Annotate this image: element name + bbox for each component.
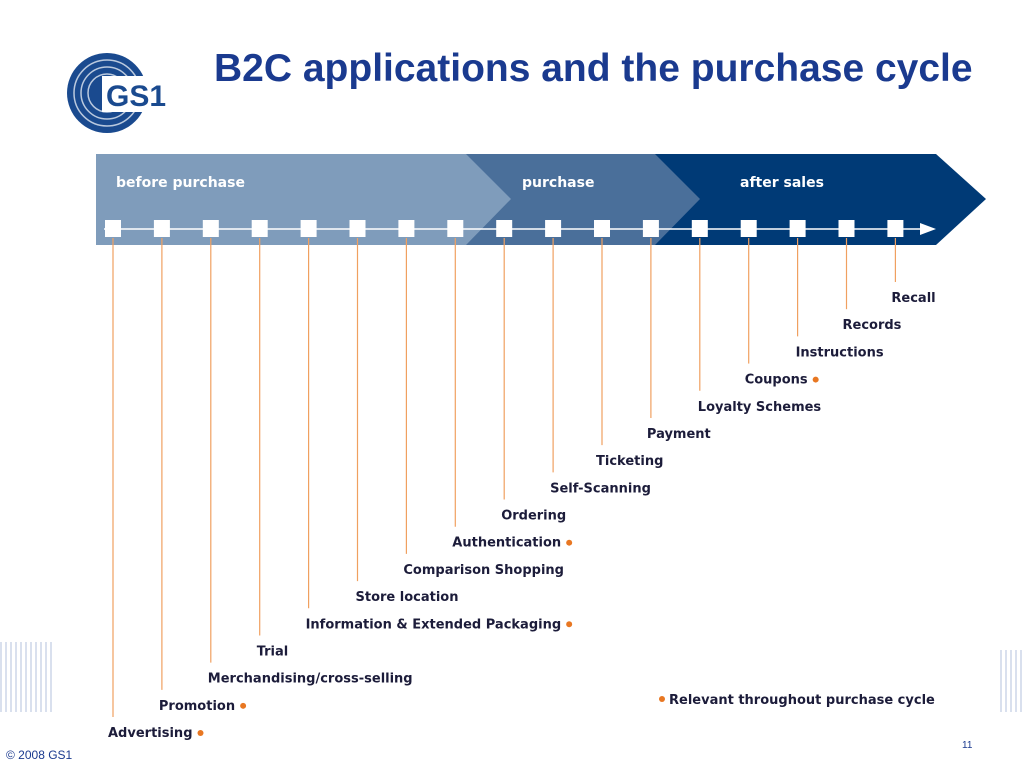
step-label: Information & Extended Packaging [306, 617, 562, 632]
step-marker [594, 220, 610, 237]
relevant-dot [812, 376, 819, 383]
step-label: Records [843, 318, 902, 333]
step-marker [496, 220, 513, 237]
step-marker [887, 220, 904, 237]
step-marker [105, 220, 121, 237]
step-label: Advertising [108, 726, 193, 741]
step-label: Store location [356, 590, 459, 605]
step-marker [691, 220, 708, 237]
logo-text: GS1 [106, 80, 166, 113]
legend: Relevant throughout purchase cycle [659, 693, 935, 708]
page-number: 11 [962, 740, 973, 751]
step-marker [838, 220, 855, 237]
phase-purchase-band [462, 154, 700, 245]
steps-layer: Advertising Promotion Merchandising/cross-… [105, 220, 936, 741]
relevant-dot [566, 539, 573, 546]
step-label: Ticketing [596, 454, 663, 469]
relevant-dot [197, 730, 204, 736]
step-label: Merchandising/cross-selling [208, 672, 413, 687]
step-label: Promotion [159, 699, 235, 714]
phase-label-before-purchase: before purchase [116, 175, 245, 191]
slide-title: B2C applications and the purchase cycle [214, 47, 973, 90]
decorative-barcode-left [0, 642, 54, 712]
step-marker [349, 220, 366, 237]
step-marker [153, 220, 170, 237]
step-label: Trial [257, 644, 289, 659]
step-marker [642, 220, 659, 237]
timeline-arrowhead [920, 223, 936, 235]
step-marker [447, 220, 464, 237]
step-label: Authentication [452, 536, 561, 551]
relevant-dot [566, 621, 573, 628]
phase-label-after-sales: after sales [740, 175, 824, 191]
legend-label: Relevant throughout purchase cycle [669, 693, 935, 708]
step-label: Loyalty Schemes [698, 400, 822, 415]
step-label: Payment [647, 427, 711, 442]
step-label: Recall [891, 291, 935, 306]
step-marker [251, 220, 268, 237]
step-marker [300, 220, 317, 237]
step-label: Comparison Shopping [403, 563, 564, 578]
gs1-logo: GS1 [67, 53, 168, 133]
phase-label-purchase: purchase [522, 175, 594, 191]
step-label: Self-Scanning [550, 481, 651, 496]
step-marker [740, 220, 757, 237]
step-label: Instructions [796, 345, 884, 360]
step-label: Ordering [501, 509, 566, 524]
step-marker [789, 220, 806, 237]
step-marker [545, 220, 562, 237]
legend-dot [659, 696, 665, 702]
step-label: Coupons [745, 373, 808, 388]
decorative-barcode-right [1000, 650, 1024, 712]
step-marker [202, 220, 219, 237]
relevant-dot [240, 702, 247, 709]
step-marker [398, 220, 415, 237]
copyright-notice: © 2008 GS1 [6, 748, 73, 762]
